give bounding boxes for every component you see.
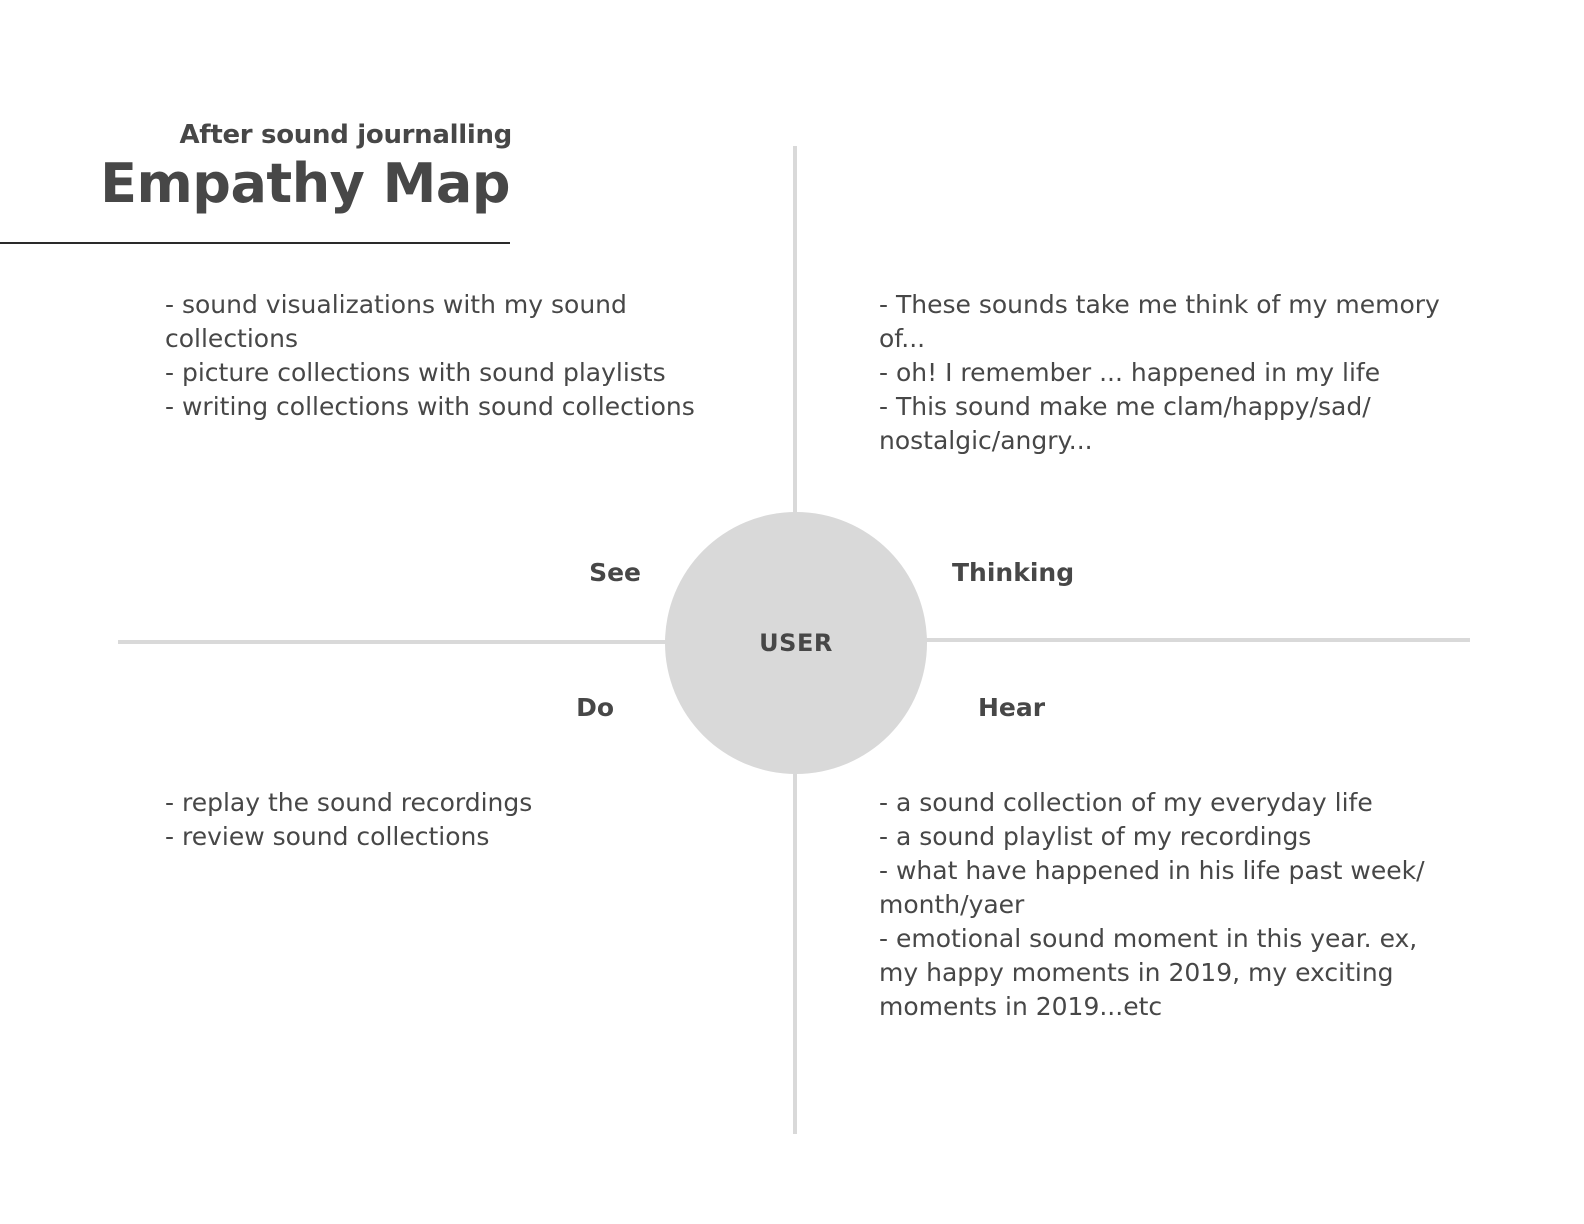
note-line: - a sound collection of my everyday life — [879, 788, 1373, 817]
note-line: of... — [879, 324, 926, 353]
quadrant-label-thinking: Thinking — [952, 558, 1075, 587]
quadrant-hear-notes: - a sound collection of my everyday life… — [879, 786, 1479, 1024]
quadrant-thinking-notes: - These sounds take me think of my memor… — [879, 288, 1479, 458]
note-line: moments in 2019...etc — [879, 992, 1163, 1021]
note-line: collections — [165, 324, 298, 353]
note-line: - what have happened in his life past we… — [879, 856, 1425, 885]
note-line: - sound visualizations with my sound — [165, 290, 627, 319]
note-line: - picture collections with sound playlis… — [165, 358, 666, 387]
quadrant-do-notes: - replay the sound recordings - review s… — [165, 786, 765, 854]
note-line: nostalgic/angry... — [879, 426, 1093, 455]
quadrant-label-hear: Hear — [978, 693, 1046, 722]
horizontal-axis-right — [910, 638, 1470, 642]
note-line: - writing collections with sound collect… — [165, 392, 695, 421]
quadrant-see-notes: - sound visualizations with my sound col… — [165, 288, 765, 424]
page-title: Empathy Map — [100, 152, 510, 215]
note-line: - emotional sound moment in this year. e… — [879, 924, 1418, 953]
note-line: - This sound make me clam/happy/sad/ — [879, 392, 1371, 421]
horizontal-axis-left — [118, 640, 678, 644]
quadrant-label-see: See — [589, 558, 641, 587]
title-divider — [0, 242, 510, 244]
quadrant-label-do: Do — [576, 693, 614, 722]
note-line: - a sound playlist of my recordings — [879, 822, 1312, 851]
user-circle: USER — [665, 512, 927, 774]
note-line: - oh! I remember ... happened in my life — [879, 358, 1381, 387]
note-line: - replay the sound recordings — [165, 788, 533, 817]
note-line: - These sounds take me think of my memor… — [879, 290, 1440, 319]
page-subtitle: After sound journalling — [179, 120, 512, 150]
user-label: USER — [759, 629, 833, 657]
note-line: - review sound collections — [165, 822, 490, 851]
note-line: my happy moments in 2019, my exciting — [879, 958, 1394, 987]
note-line: month/yaer — [879, 890, 1025, 919]
